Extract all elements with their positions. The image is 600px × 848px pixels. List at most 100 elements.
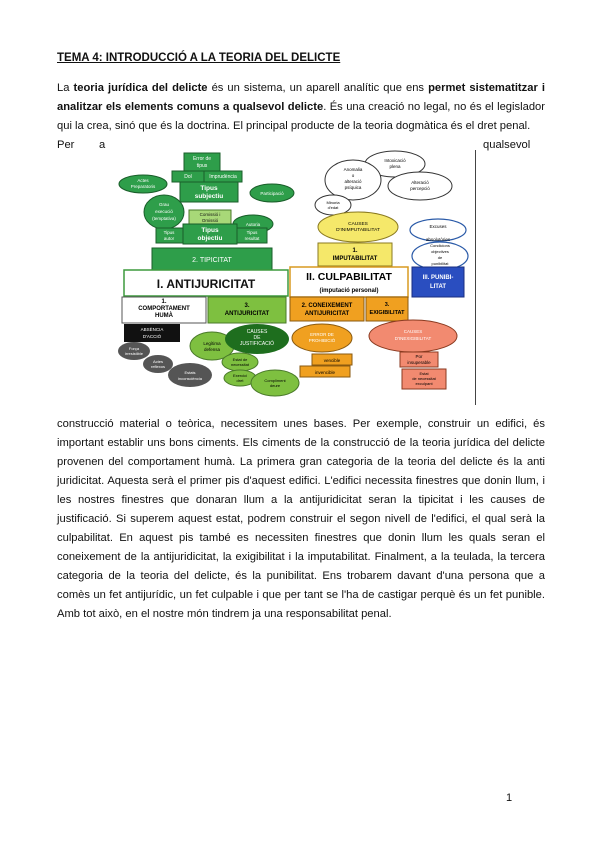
minoria-label: Minoria [326, 200, 340, 205]
imputacio-label: (imputació personal) [319, 288, 378, 294]
condicions-label-3: de [438, 255, 443, 260]
antijuricitat-3-label-2: ANTIJURICITAT [225, 311, 270, 317]
tipus-objectiu-label: Tipus [201, 227, 219, 234]
actes-label-2: Preparatoris [131, 184, 156, 189]
causes-justificacio-label-2: DE [254, 335, 262, 341]
anomalia-label: Anomalia [344, 167, 363, 172]
per-word: Per [57, 139, 75, 151]
body-paragraph: construcció material o teòrica, necessit… [57, 418, 545, 620]
por-label: Por [415, 354, 423, 359]
minoria-label-2: d'edat [328, 205, 340, 210]
causes-inimputabilitat-label-2: D'INIMPUTABILITAT [336, 227, 380, 233]
forca-label-2: irresistible [125, 351, 144, 356]
comissio-label-2: Omissió [202, 218, 219, 223]
alteracio-percepcio-ellipse [387, 171, 453, 201]
coneixement-label: 2. CONEIXEMENT [302, 303, 353, 309]
culpabilitat-label: II. CULPABILITAT [306, 271, 392, 283]
tipicitat-label: 2. TIPICITAT [192, 257, 232, 264]
alteracio-label-2: percepció [410, 186, 430, 191]
intro-text-3: . És una creació no legal, no és el legi… [57, 101, 545, 132]
imputabilitat-label: 1. [352, 248, 357, 254]
error-tipus-label-2: tipus [197, 163, 208, 169]
necessitat-label: Estat de [233, 357, 248, 362]
invencible-box [299, 365, 351, 378]
coneixement-label-2: ANTIJURICITAT [305, 311, 350, 317]
legitima-label-2: defensa [204, 347, 221, 352]
anomalia-label-4: psíquica [345, 185, 362, 190]
exigibilitat-label-2: EXIGIBILITAT [370, 310, 406, 316]
causes-justificacio-ellipse [225, 324, 289, 354]
qualsevol-word: qualsevol [483, 139, 531, 151]
excuses-label-2: absolutòries [426, 237, 451, 242]
estats-inconsciencia-ellipse [168, 363, 212, 387]
tipus-autor-label-2: autor [164, 236, 175, 241]
compliment-label: Compliment [264, 378, 286, 383]
exigibilitat-label: 3. [385, 302, 390, 308]
tipus-subjectiu-label: Tipus [200, 185, 218, 192]
condicions-label-2: objectives [431, 249, 449, 254]
tipus-resultat-label: Tipus [247, 230, 259, 235]
causes-justificacio-label: CAUSES [247, 329, 268, 335]
comissio-label: Comissió i [200, 212, 221, 217]
excuses-absolutories-ellipse [409, 218, 467, 242]
grau-label-3: (temptativa) [152, 216, 176, 221]
intoxicacio-label: Intoxicació [384, 158, 406, 163]
coneixement-antijuricitat-box [289, 296, 365, 322]
error-prohibicio-label-2: PROHIBICIÓ [309, 337, 336, 343]
tipus-subjectiu-label-2: subjectiu [195, 193, 224, 200]
intro-bold-2: permet sistematitzar i analitzar els ele… [57, 82, 545, 113]
causes-inexigibilitat-label-2: D'INEXIGIBILITAT [395, 336, 432, 341]
anomalia-label-2: o [352, 173, 355, 178]
causes-inexigibilitat-label: CAUSES [404, 329, 423, 334]
forca-label: Força [129, 346, 140, 351]
por-label-2: insuperable [407, 360, 431, 365]
por-insuperable-box [399, 351, 439, 368]
comportament-label-3: HUMÀ [155, 312, 174, 319]
imputabilitat-label-2: IMPUTABILITAT [333, 256, 378, 262]
necessitat-label-2: necessitat [231, 362, 250, 367]
tipus-objectiu-label-2: objectiu [198, 235, 223, 242]
punibilitat-label-2: LITAT [430, 284, 446, 290]
page-title: TEMA 4: INTRODUCCIÓ A LA TEORIA DEL DELI… [57, 52, 341, 64]
error-prohibicio-ellipse [291, 323, 353, 353]
anomalia-label-3: alteració [344, 179, 362, 184]
actes-reflexos-label-2: reflexos [151, 364, 165, 369]
absencia-label-2: D'ACCIÓ [143, 333, 162, 339]
diagram-border-line [475, 150, 476, 405]
grau-label-2: execució [155, 209, 173, 214]
grau-label: Grau [159, 202, 170, 207]
antijuricitat-box [123, 269, 289, 297]
dol-label: Dol [184, 174, 192, 180]
antijuricitat-3-box [207, 296, 287, 324]
tipus-resultat-box [236, 227, 268, 244]
compliment-deure-ellipse [250, 369, 300, 397]
comportament-huma-box [121, 296, 207, 324]
exigibilitat-box [365, 296, 409, 322]
intro-text-2: és un sistema, un aparell analític que e… [207, 82, 429, 94]
compliment-label-2: deure [270, 383, 281, 388]
exercici-label: Exercici [233, 373, 247, 378]
imprudencia-label: Imprudència [209, 174, 237, 180]
participacio-ellipse [249, 183, 295, 203]
condicions-label-4: punibilitat [432, 261, 450, 266]
autoria-label: Autoria [246, 222, 261, 227]
tipus-autor-label: Tipus [164, 230, 176, 235]
a-word: a [99, 139, 106, 151]
alteracio-label: Alteració [411, 180, 429, 185]
imputabilitat-box [317, 242, 393, 267]
forca-irresistible-ellipse [118, 342, 150, 360]
causes-inimputabilitat-ellipse [317, 211, 399, 243]
vencible-label: vencible [324, 358, 341, 363]
causes-inimputabilitat-label: CAUSES [348, 221, 368, 227]
absencia-accio-box [124, 324, 180, 342]
actes-reflexos-label: Actes [153, 359, 163, 364]
invencible-label: invencible [315, 370, 336, 375]
participacio-label: Participació [260, 191, 284, 196]
actes-label: Actes [137, 178, 149, 183]
actes-reflexos-ellipse [143, 355, 173, 373]
error-tipus-label: Error de [193, 156, 211, 162]
tipus-subjectiu-box [179, 181, 239, 203]
intro-paragraph: La teoria jurídica del delicte és un sis… [57, 79, 545, 136]
anomalia-psiquica-ellipse [324, 159, 382, 201]
estat-necessitat-exculpant-box [401, 368, 447, 390]
